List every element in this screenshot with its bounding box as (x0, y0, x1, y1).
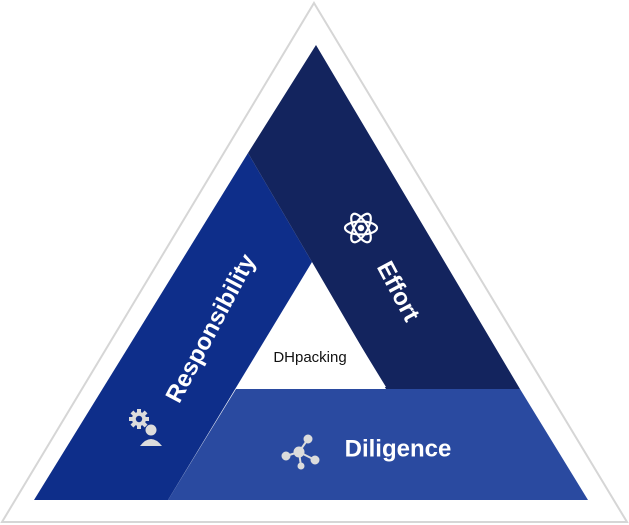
segment-effort (248, 45, 520, 389)
molecule-icon (281, 434, 320, 470)
atom-icon (343, 212, 379, 244)
segment-diligence (168, 389, 588, 500)
diligence-label: Diligence (345, 435, 452, 462)
center-label: DHpacking (273, 349, 346, 366)
segment-responsibility (34, 153, 312, 500)
center-triangle (238, 266, 386, 387)
gear-person-icon (129, 409, 162, 446)
